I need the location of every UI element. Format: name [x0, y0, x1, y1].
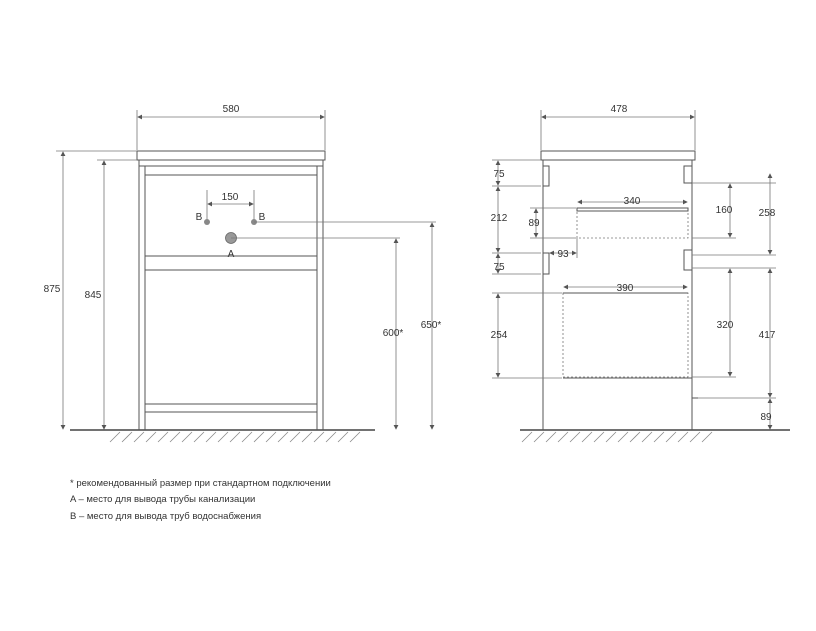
floor-hatch-mark [617, 431, 629, 443]
pipe-b-left-icon [204, 219, 210, 225]
floor-hatch-mark [229, 431, 241, 443]
floor-hatch-mark [653, 431, 665, 443]
floor-hatch-mark [265, 431, 277, 443]
upper-drawer-depth-label: 340 [624, 196, 641, 207]
middle-rail-label: 75 [493, 262, 505, 273]
floor-hatch-mark [533, 431, 545, 443]
side-view: 478 75 212 89 93 75 254 340 390 160 [491, 104, 790, 443]
side-front-top-rail [683, 165, 692, 184]
side-floor-hatching [521, 431, 713, 443]
upper-drawer-box-label: 160 [716, 205, 733, 216]
floor-hatch-mark [581, 431, 593, 443]
floor-hatch-mark [181, 431, 193, 443]
floor-hatch-mark [689, 431, 701, 443]
floor-hatch-mark [217, 431, 229, 443]
floor-hatch-mark [665, 431, 677, 443]
floor-hatch-mark [677, 431, 689, 443]
upper-drawer-outline [576, 207, 689, 239]
pipe-b-right-label: B [259, 212, 266, 223]
note-recommended: * рекомендованный размер при стандартном… [70, 478, 331, 489]
lower-drawer-outline [562, 292, 689, 378]
floor-hatch-mark [145, 431, 157, 443]
floor-hatch-mark [169, 431, 181, 443]
pipe-spacing-label: 150 [222, 192, 239, 203]
lower-section-label: 417 [759, 330, 776, 341]
floor-hatch-mark [545, 431, 557, 443]
side-front-middle-rail [683, 249, 692, 271]
floor-hatch-mark [205, 431, 217, 443]
lower-drawer-box-label: 320 [717, 320, 734, 331]
floor-hatch-mark [337, 431, 349, 443]
floor-hatch-mark [253, 431, 265, 443]
upper-zone-label: 212 [491, 213, 508, 224]
upper-drawer-offset-label: 93 [557, 249, 569, 260]
floor-hatch-mark [557, 431, 569, 443]
lower-drawer-height-label: 254 [491, 330, 508, 341]
notes: * рекомендованный размер при стандартном… [70, 478, 331, 522]
top-rail-label: 75 [493, 169, 505, 180]
floor-hatch-mark [133, 431, 145, 443]
floor-hatch-mark [241, 431, 253, 443]
floor-hatch-mark [629, 431, 641, 443]
floor-hatch-mark [157, 431, 169, 443]
pipe-a-label: A [228, 249, 235, 260]
upper-section-label: 258 [759, 208, 776, 219]
floor-hatch-mark [313, 431, 325, 443]
height-650-label: 650* [421, 320, 442, 331]
upper-drawer-height-label: 89 [528, 218, 540, 229]
floor-hatch-mark [701, 431, 713, 443]
floor-hatch-mark [641, 431, 653, 443]
front-floor-hatching [109, 431, 361, 443]
floor-hatch-mark [289, 431, 301, 443]
height-875-label: 875 [44, 284, 61, 295]
floor-hatch-mark [121, 431, 133, 443]
side-depth-label: 478 [611, 104, 628, 115]
height-845-label: 845 [85, 290, 102, 301]
front-width-label: 580 [223, 104, 240, 115]
floor-hatch-mark [193, 431, 205, 443]
side-back-top-rail [543, 165, 550, 187]
floor-hatch-mark [593, 431, 605, 443]
note-pipe-b: B – место для вывода труб водоснабжения [70, 511, 261, 522]
floor-hatch-mark [605, 431, 617, 443]
floor-hatch-mark [569, 431, 581, 443]
front-view: 580 150 B B A 875 845 600* 650* [44, 104, 442, 443]
pipe-b-left-label: B [196, 212, 203, 223]
note-pipe-a: A – место для вывода трубы канализации [70, 494, 255, 505]
side-back-middle-rail [543, 252, 550, 275]
lower-drawer-depth-label: 390 [617, 283, 634, 294]
floor-hatch-mark [109, 431, 121, 443]
front-countertop [136, 150, 326, 161]
side-countertop [540, 150, 696, 161]
floor-hatch-mark [349, 431, 361, 443]
plinth-label: 89 [760, 412, 772, 423]
floor-hatch-mark [325, 431, 337, 443]
height-600-label: 600* [383, 328, 404, 339]
floor-hatch-mark [301, 431, 313, 443]
floor-hatch-mark [521, 431, 533, 443]
upper-drawer-top [576, 207, 689, 212]
floor-hatch-mark [277, 431, 289, 443]
